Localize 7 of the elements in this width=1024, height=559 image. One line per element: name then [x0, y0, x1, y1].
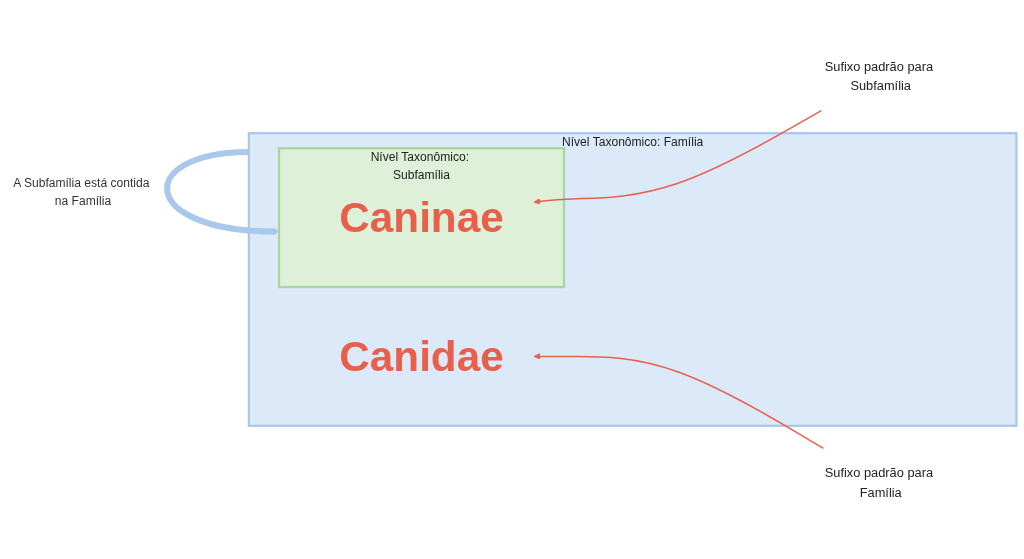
node-text: Sufixo padrão para Subfamília — [824, 59, 934, 93]
arrow — [533, 353, 825, 450]
arrow — [533, 109, 822, 205]
arrow — [164, 149, 280, 235]
node-text: Sufixo padrão para Família — [824, 465, 934, 500]
node-text: Caninae — [339, 193, 504, 242]
node-text: Canidae — [339, 332, 504, 380]
